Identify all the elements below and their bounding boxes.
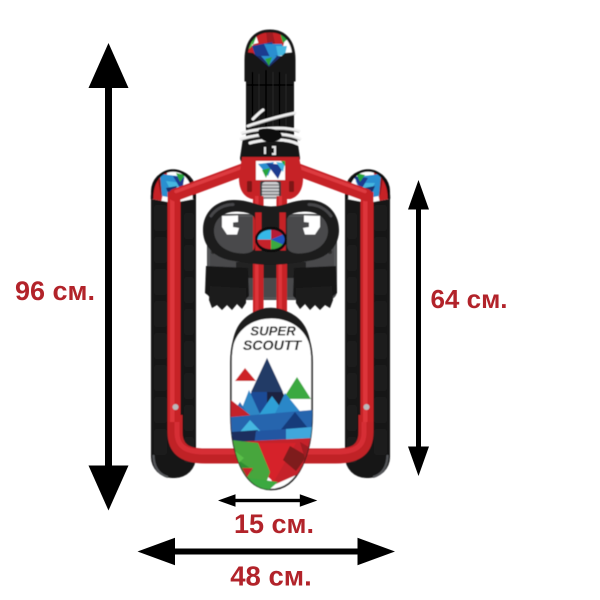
svg-text:96 см.: 96 см. (15, 276, 95, 306)
svg-text:SUPER: SUPER (250, 324, 296, 339)
svg-text:64 см.: 64 см. (430, 284, 507, 314)
svg-text:48 см.: 48 см. (230, 561, 312, 592)
svg-text:SCOUTT: SCOUTT (243, 338, 303, 354)
svg-text:15 см.: 15 см. (234, 509, 314, 539)
